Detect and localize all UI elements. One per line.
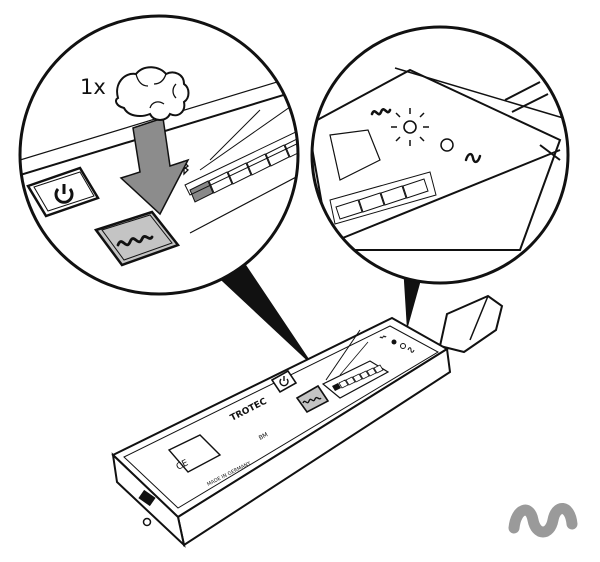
label-plate <box>167 434 222 473</box>
callout-right-wave-icon <box>464 152 482 164</box>
callout-right-led-bar <box>329 171 437 225</box>
device-led-indicator <box>391 339 397 345</box>
callout-display-window <box>329 129 381 181</box>
device-power-icon <box>279 376 289 387</box>
callout-led-active <box>403 120 417 134</box>
hand-pressing-icon <box>115 66 190 121</box>
callout-right-mode-icon <box>370 107 392 116</box>
callout-mode-button[interactable] <box>93 210 181 267</box>
probe-tip <box>438 294 504 354</box>
wave-emblem-icon <box>508 503 578 538</box>
callout-left: 1x <box>18 14 300 296</box>
device-wave-small-icon <box>407 347 415 353</box>
device-power-button[interactable] <box>270 369 298 394</box>
callout-left-connector <box>208 250 315 368</box>
reset-hole <box>142 517 152 527</box>
device-circle-indicator <box>400 343 406 349</box>
led-glow-rays <box>391 108 429 146</box>
press-count-label: 1x <box>80 75 106 99</box>
callout-power-icon <box>54 184 74 204</box>
device-led-bar <box>332 364 384 391</box>
usb-port <box>138 489 156 507</box>
ce-mark: CE <box>175 458 190 472</box>
callout-mode-icon <box>116 235 154 247</box>
device-mode-icon <box>302 396 322 404</box>
device-body: TROTEC BM CE MADE IN GERMANY <box>111 294 504 548</box>
device-mode-button[interactable] <box>295 384 330 414</box>
callout-right <box>310 25 570 285</box>
device-mode-small-icon <box>379 335 387 339</box>
model-text: BM <box>258 431 269 441</box>
callout-right-circle-indicator <box>440 138 454 152</box>
device-top-face <box>111 316 449 519</box>
press-arrow[interactable] <box>119 117 190 216</box>
